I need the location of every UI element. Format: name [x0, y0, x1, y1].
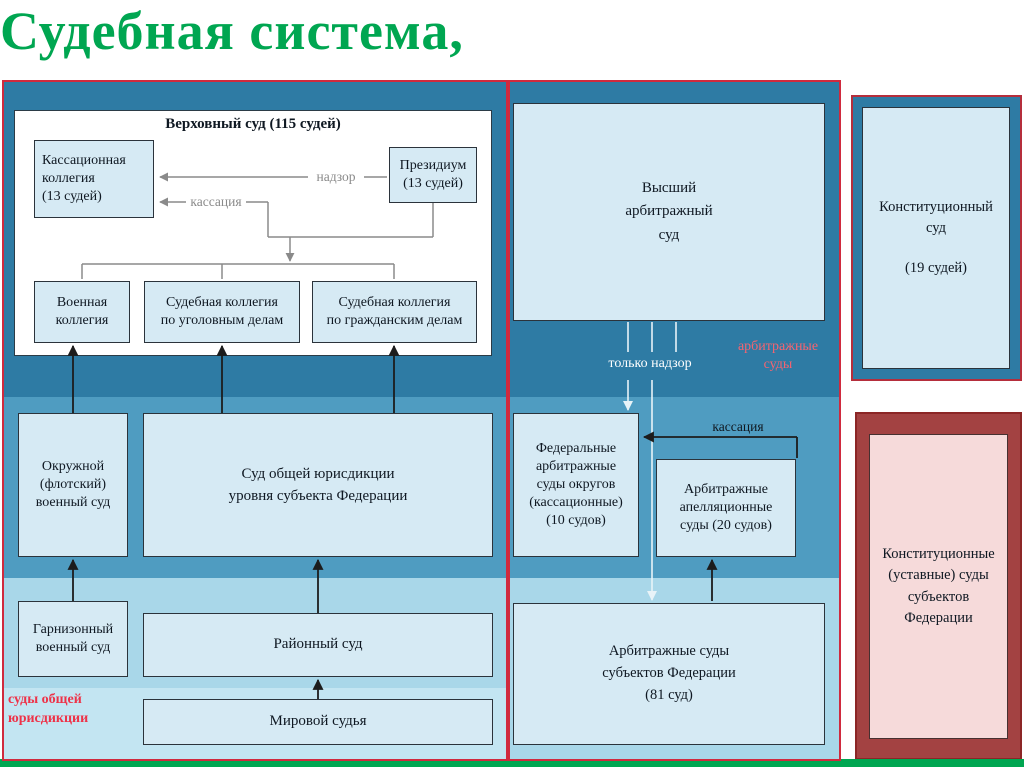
cassation-label-supreme: кассация	[186, 194, 246, 210]
justice-of-the-peace-box: Мировой судья	[143, 699, 493, 745]
supervision-only-label: только надзор	[586, 356, 714, 372]
district-court-box: Районный суд	[143, 613, 493, 677]
presidium-box: Президиум (13 судей)	[389, 147, 477, 203]
district-military-court-box: Окружной (флотский) военный суд	[18, 413, 128, 557]
constitutional-court-box: Конституционный суд (19 судей)	[862, 107, 1010, 369]
federal-arbitration-district-courts-box: Федеральные арбитражные суды округов (ка…	[513, 413, 639, 557]
military-board-box: Военная коллегия	[34, 281, 130, 343]
arbitration-appellate-courts-box: Арбитражные апелляционные суды (20 судов…	[656, 459, 796, 557]
arbitration-region-frame	[508, 80, 841, 761]
civil-board-box: Судебная коллегия по гражданским делам	[312, 281, 477, 343]
subject-constitutional-courts-box: Конституционные (уставные) суды субъекто…	[869, 434, 1008, 739]
general-jurisdiction-region-frame	[2, 80, 508, 761]
cassation-label-arbitration: кассация	[712, 419, 764, 434]
subject-level-court-box: Суд общей юрисдикции уровня субъекта Фед…	[143, 413, 493, 557]
supreme-arbitration-court-box: Высший арбитражный суд	[513, 103, 825, 321]
criminal-board-box: Судебная коллегия по уголовным делам	[144, 281, 300, 343]
arbitration-subject-courts-box: Арбитражные суды субъектов Федерации (81…	[513, 603, 825, 745]
bottom-green-bar	[0, 759, 1024, 767]
nadzor-label: надзор	[308, 169, 364, 185]
page-title: Судебная система,	[0, 1, 464, 61]
arbitration-courts-caption: арбитражные суды	[737, 339, 819, 373]
general-jurisdiction-caption: суды общей юрисдикции	[8, 692, 89, 726]
garrison-military-court-box: Гарнизонный военный суд	[18, 601, 128, 677]
cassation-board-box: Кассационная коллегия (13 судей)	[34, 140, 154, 218]
supreme-court-title: Верховный суд (115 судей)	[165, 116, 341, 132]
